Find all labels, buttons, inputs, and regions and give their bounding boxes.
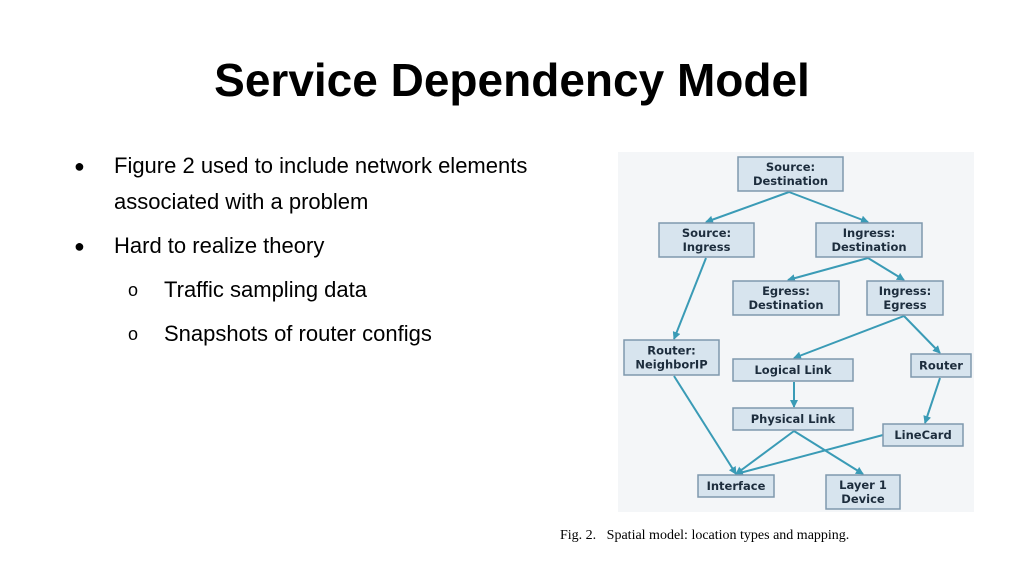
node-label: Ingress: [843,226,895,240]
node-box [825,474,901,510]
bullet-dot-icon: ● [74,236,85,256]
edge-router-nbr-to-interface [673,375,737,475]
node-src-dst: Source:Destination [737,156,844,192]
node-label: Source: [682,226,731,240]
node-label: Device [841,492,885,506]
node-label: Logical Link [754,363,831,377]
diagram-nodes: Source:DestinationSource:IngressIngress:… [623,156,972,510]
edge-ing-egr-to-logical-link [793,315,905,360]
node-label: Destination [753,174,828,188]
figure-caption: Fig. 2. Spatial model: location types an… [560,528,850,543]
node-box [866,280,944,316]
node-label: Physical Link [751,412,836,426]
bullet-item: ● Figure 2 used to include network eleme… [74,148,534,220]
sub-bullet-item: o Traffic sampling data [74,272,534,308]
node-label: Destination [748,298,823,312]
bullet-text: Figure 2 used to include network element… [114,153,528,214]
node-label: NeighborIP [635,358,707,372]
node-label: Source: [766,160,815,174]
sub-bullet-item: o Snapshots of router configs [74,316,534,352]
node-label: Router [919,359,963,373]
node-egr-dst: Egress:Destination [732,280,840,316]
bullet-circle-icon: o [128,280,139,300]
edge-linecard-to-interface [735,434,884,477]
edge-physical-link-to-interface [735,430,795,475]
node-label: LineCard [894,428,951,442]
edge-ing-egr-to-router [903,315,941,354]
slide-title: Service Dependency Model [214,54,810,106]
node-box [815,222,923,258]
bullet-item: ● Hard to realize theory [74,228,534,264]
node-interface: Interface [697,474,775,498]
node-box [732,358,854,382]
edge-ing-dst-to-ing-egr [867,257,905,281]
node-ing-egr: Ingress:Egress [866,280,944,316]
node-label: Interface [707,479,766,493]
bullet-text: Hard to realize theory [114,233,325,258]
node-label: Layer 1 [839,478,887,492]
node-label: Ingress: [879,284,931,298]
spatial-model-diagram: Source:DestinationSource:IngressIngress:… [618,152,974,512]
node-box [623,339,720,376]
edge-ing-dst-to-egr-dst [787,257,869,283]
edge-physical-link-to-layer1 [793,430,864,475]
sub-bullet-text: Snapshots of router configs [164,321,432,346]
node-box [737,156,844,192]
node-box [697,474,775,498]
edge-src-dst-to-ing-dst [788,191,869,224]
sub-bullet-text: Traffic sampling data [164,277,367,302]
node-router: Router [910,353,972,378]
bullet-dot-icon: ● [74,156,85,176]
node-linecard: LineCard [882,423,964,447]
edge-src-dst-to-src-ing [705,191,790,224]
bullet-circle-icon: o [128,324,139,344]
node-src-ing: Source:Ingress [658,222,755,258]
node-box [732,280,840,316]
node-box [910,353,972,378]
node-box [658,222,755,258]
bullet-list: ● Figure 2 used to include network eleme… [74,148,534,360]
edge-src-ing-to-router-nbr [672,257,707,340]
edge-router-to-linecard [923,377,941,424]
node-label: Ingress [683,240,731,254]
node-label: Egress: [762,284,810,298]
node-label: Router: [647,344,696,358]
node-physical-link: Physical Link [732,407,854,431]
node-ing-dst: Ingress:Destination [815,222,923,258]
node-label: Destination [831,240,906,254]
node-box [732,407,854,431]
node-router-nbr: Router:NeighborIP [623,339,720,376]
node-label: Egress [883,298,926,312]
node-logical-link: Logical Link [732,358,854,382]
diagram-edges [672,191,941,477]
node-box [882,423,964,447]
